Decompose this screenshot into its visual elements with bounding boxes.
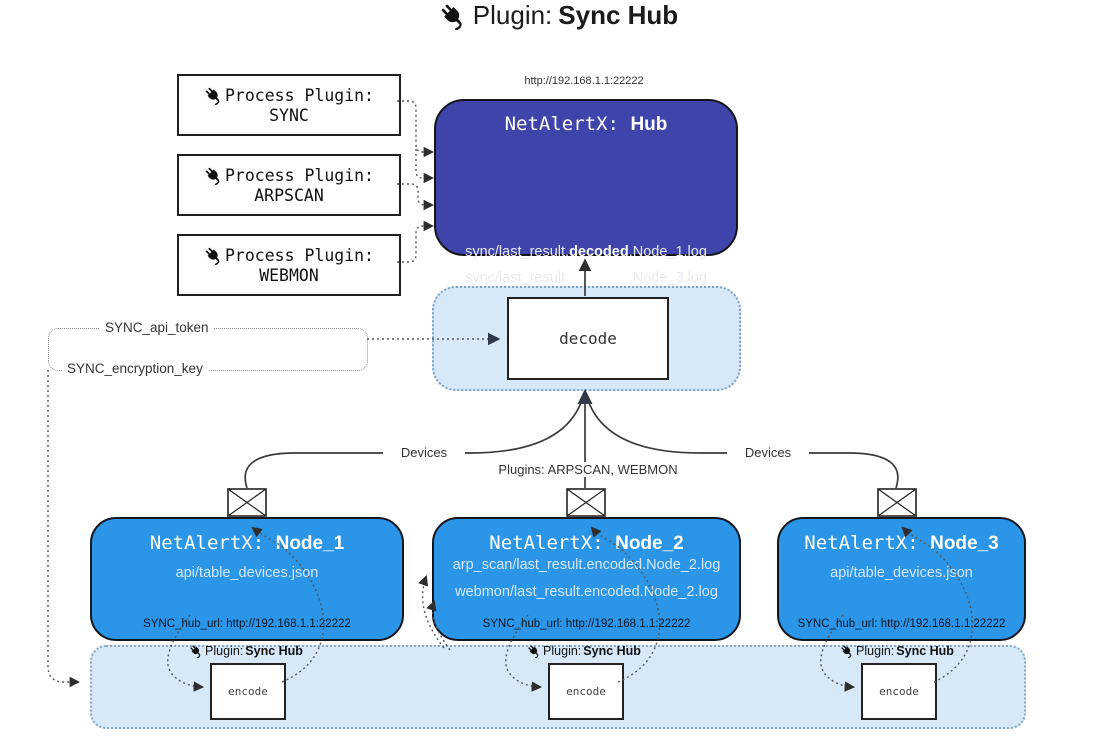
envelope-icon	[227, 488, 267, 517]
decode-box: decode	[507, 297, 669, 380]
process-plugin-name: WEBMON	[259, 265, 319, 285]
hub-url-label: http://192.168.1.1:22222	[524, 75, 644, 87]
node-title: NetAlertX: Node_1	[149, 532, 345, 554]
node-file: arp_scan/last_result.encoded.Node_2.log	[452, 557, 721, 573]
edge-webmon-to-hub	[397, 220, 435, 263]
encode-plugin-label: Plugin: Sync Hub	[812, 644, 982, 658]
node-file: webmon/last_result.encoded.Node_2.log	[455, 584, 718, 600]
process-plugin-sync: Process Plugin: SYNC	[177, 74, 401, 136]
edge-arpscan-to-hub	[397, 183, 435, 211]
plug-icon	[840, 644, 854, 658]
hub-title-prefix: NetAlertX:	[504, 113, 631, 135]
devices-right-label: Devices	[727, 445, 809, 460]
process-plugin-webmon: Process Plugin: WEBMON	[177, 234, 401, 296]
process-plugin-arpscan: Process Plugin: ARPSCAN	[177, 154, 401, 216]
node-hub-url: SYNC_hub_url: http://192.168.1.1:22222	[482, 618, 691, 630]
node-file: api/table_devices.json	[175, 565, 319, 581]
node-title: NetAlertX: Node_2	[489, 532, 684, 554]
process-plugin-label: Process Plugin:	[224, 165, 374, 185]
page-title: Plugin: Sync Hub	[0, 0, 1117, 31]
node-file: api/table_devices.json	[830, 565, 973, 581]
node-3: NetAlertX: Node_3 api/table_devices.json…	[777, 517, 1026, 641]
hub-log-line: sync/last_result.decoded.Node_3.log	[465, 270, 707, 286]
plug-icon	[527, 644, 541, 658]
node-hub-url: SYNC_hub_url: http://192.168.1.1:22222	[143, 618, 351, 630]
edge-settings-to-encoders	[47, 370, 81, 688]
encode-box: encode	[861, 663, 937, 720]
encode-box: encode	[548, 663, 624, 720]
process-plugin-name: SYNC	[269, 105, 309, 125]
hub-title-bold: Hub	[630, 114, 668, 135]
plug-icon	[439, 2, 467, 30]
node-title: NetAlertX: Node_3	[804, 532, 999, 554]
process-plugin-name: ARPSCAN	[254, 185, 324, 205]
sync-api-token-label: SYNC_api_token	[100, 320, 214, 335]
plugins-mid-label: Plugins: ARPSCAN, WEBMON	[495, 462, 681, 477]
node-1: NetAlertX: Node_1 api/table_devices.json…	[90, 517, 404, 641]
encode-box: encode	[210, 663, 286, 720]
plug-icon	[204, 166, 223, 185]
edge-sync-to-hub-1	[397, 100, 435, 158]
devices-left-label: Devices	[383, 445, 465, 460]
hub-title: NetAlertX: Hub	[436, 113, 736, 136]
plug-icon	[189, 644, 203, 658]
plug-icon	[204, 86, 223, 105]
hub-log-line: sync/last_result.decoded.Node_1.log	[465, 244, 707, 260]
plug-icon	[204, 246, 223, 265]
envelope-icon	[877, 488, 917, 517]
encode-plugin-label: Plugin: Sync Hub	[499, 644, 669, 658]
envelope-icon	[566, 488, 606, 517]
title-bold: Sync Hub	[558, 0, 679, 30]
title-prefix: Plugin:	[472, 0, 553, 30]
process-plugin-label: Process Plugin:	[224, 245, 374, 265]
sync-encryption-key-label: SYNC_encryption_key	[62, 361, 208, 376]
encode-plugin-label: Plugin: Sync Hub	[161, 644, 331, 658]
node-hub-url: SYNC_hub_url: http://192.168.1.1:22222	[797, 618, 1006, 630]
hub-node: NetAlertX: Hub sync/last_result.decoded.…	[434, 99, 738, 335]
node-2: NetAlertX: Node_2 arp_scan/last_result.e…	[432, 517, 741, 641]
process-plugin-label: Process Plugin:	[224, 85, 374, 105]
edge-sync-to-hub-2	[415, 149, 435, 184]
